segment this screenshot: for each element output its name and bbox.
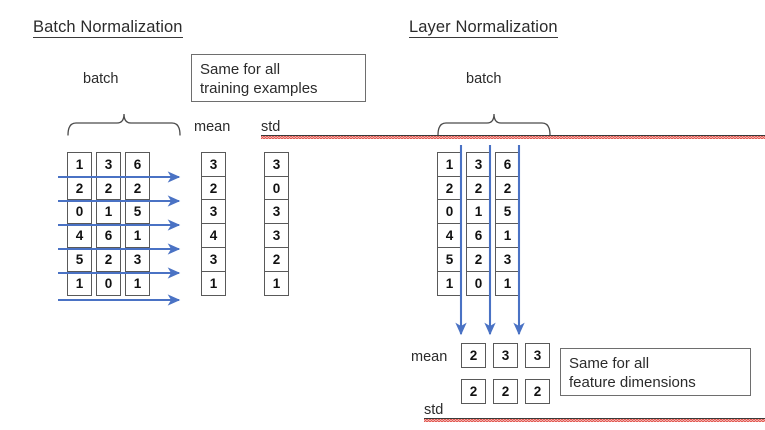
right-callout-box: Same for all feature dimensions <box>560 348 751 396</box>
left-mean-cell: 3 <box>201 152 226 177</box>
left-matrix-cell: 1 <box>96 199 121 225</box>
left-mean-cell: 4 <box>201 223 226 249</box>
right-std-cell: 2 <box>461 379 486 404</box>
right-matrix-cell: 4 <box>437 223 462 249</box>
left-matrix-cell: 1 <box>67 270 92 296</box>
left-std-cell: 1 <box>264 270 289 296</box>
right-matrix-cell: 6 <box>466 223 491 249</box>
right-matrix-cell: 3 <box>466 152 491 177</box>
right-matrix-cell: 2 <box>466 246 491 272</box>
right-std-label: std <box>424 402 765 422</box>
left-mean-cell: 3 <box>201 246 226 272</box>
right-matrix-cell: 1 <box>466 199 491 225</box>
right-matrix-cell: 2 <box>495 175 520 201</box>
left-mean-cell: 1 <box>201 270 226 296</box>
left-matrix-cell: 0 <box>96 270 121 296</box>
right-matrix-cell: 6 <box>495 152 520 177</box>
right-matrix-cell: 0 <box>437 199 462 225</box>
left-std-cell: 0 <box>264 175 289 201</box>
right-mean-cell: 2 <box>461 343 486 368</box>
right-panel-title: Layer Normalization <box>409 18 558 38</box>
left-matrix-cell: 5 <box>125 199 150 225</box>
left-matrix-cell: 3 <box>96 152 121 177</box>
left-matrix-cell: 1 <box>125 223 150 249</box>
left-std-cell: 2 <box>264 246 289 272</box>
left-callout-box: Same for all training examples <box>191 54 366 102</box>
left-matrix-cell: 0 <box>67 199 92 225</box>
left-matrix-cell: 5 <box>67 246 92 272</box>
right-matrix-cell: 5 <box>495 199 520 225</box>
right-matrix-cell: 3 <box>495 246 520 272</box>
left-std-cell: 3 <box>264 152 289 177</box>
left-matrix-cell: 6 <box>96 223 121 249</box>
right-std-cell: 2 <box>525 379 550 404</box>
left-matrix-cell: 2 <box>125 175 150 201</box>
left-std-cell: 3 <box>264 199 289 225</box>
right-matrix-cell: 0 <box>466 270 491 296</box>
right-matrix-cell: 1 <box>437 270 462 296</box>
left-matrix-cell: 1 <box>125 270 150 296</box>
left-matrix-cell: 2 <box>96 175 121 201</box>
left-matrix-cell: 2 <box>96 246 121 272</box>
right-matrix-cell: 2 <box>437 175 462 201</box>
left-batch-brace <box>67 113 181 136</box>
right-mean-cell: 3 <box>493 343 518 368</box>
left-matrix-cell: 4 <box>67 223 92 249</box>
right-matrix-cell: 2 <box>466 175 491 201</box>
left-mean-label: mean <box>194 119 231 135</box>
right-matrix-cell: 1 <box>495 270 520 296</box>
left-std-cell: 3 <box>264 223 289 249</box>
right-batch-label: batch <box>466 71 502 87</box>
left-matrix-cell: 6 <box>125 152 150 177</box>
left-batch-label: batch <box>83 71 119 87</box>
left-std-label: std <box>261 119 765 139</box>
right-mean-label: mean <box>411 349 448 365</box>
left-mean-cell: 2 <box>201 175 226 201</box>
left-matrix-cell: 3 <box>125 246 150 272</box>
left-matrix-cell: 2 <box>67 175 92 201</box>
left-panel-title: Batch Normalization <box>33 18 183 38</box>
left-matrix-cell: 1 <box>67 152 92 177</box>
right-matrix-cell: 1 <box>495 223 520 249</box>
right-matrix-cell: 5 <box>437 246 462 272</box>
right-std-cell: 2 <box>493 379 518 404</box>
right-matrix-cell: 1 <box>437 152 462 177</box>
left-mean-cell: 3 <box>201 199 226 225</box>
right-mean-cell: 3 <box>525 343 550 368</box>
